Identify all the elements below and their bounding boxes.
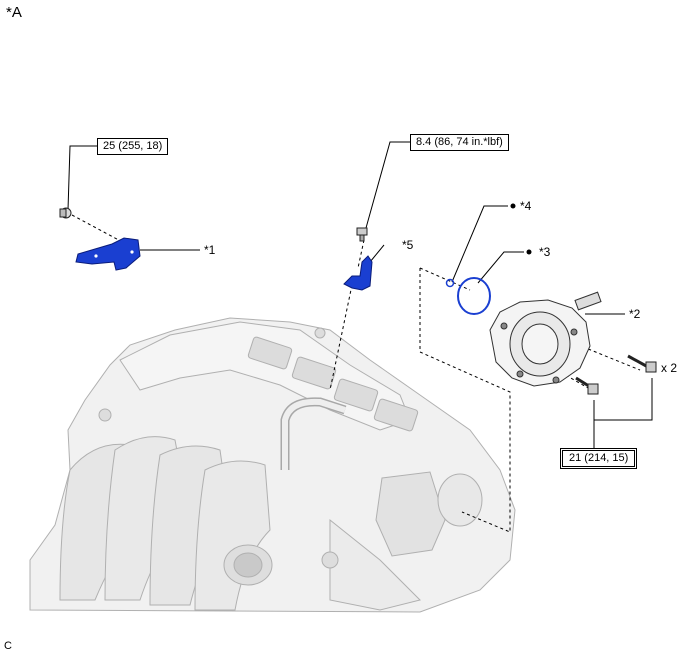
- engine-assembly: [29, 317, 516, 613]
- pump-bolt-lower-icon: [575, 376, 599, 395]
- callout-3: *3: [539, 245, 551, 259]
- callout-2: *2: [629, 307, 641, 321]
- footer-code: C: [4, 640, 12, 652]
- gasket-part-3: [457, 277, 491, 315]
- torque-label-bracket-5: 8.4 (86, 74 in.*lbf): [410, 134, 509, 151]
- torque-label-bracket-1: 25 (255, 18): [97, 138, 169, 155]
- callout-4: *4: [520, 199, 532, 213]
- torque-label-pump: 21 (214, 15): [560, 448, 638, 469]
- diagram-title: *A: [6, 4, 22, 21]
- non-reusable-dot-3: [526, 249, 532, 255]
- bolt-1-icon: [59, 207, 72, 219]
- bracket-part-5: [343, 255, 373, 291]
- o-ring-part-4: [445, 278, 455, 288]
- non-reusable-dot-4: [510, 203, 516, 209]
- callout-1: *1: [204, 243, 216, 257]
- bolt-5-icon: [356, 227, 368, 242]
- pump-bolt-upper-icon: [627, 354, 657, 373]
- quantity-label: x 2: [661, 361, 678, 375]
- callout-5: *5: [402, 238, 414, 252]
- vacuum-pump-part-2: [489, 291, 602, 387]
- bracket-part-1: [75, 237, 141, 271]
